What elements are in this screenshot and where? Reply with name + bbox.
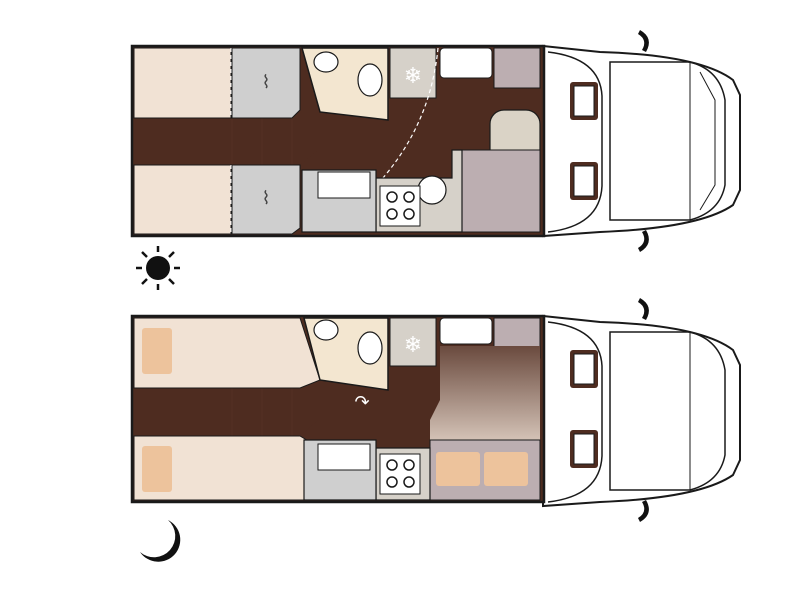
side-mirror-icon xyxy=(638,500,649,522)
single-bed-left xyxy=(133,47,232,119)
sink-icon xyxy=(417,175,447,205)
side-mirror-icon xyxy=(638,230,649,252)
snowflake-icon: ❄ xyxy=(404,332,422,357)
day-layout: ⌇ ⌇ ❄ xyxy=(130,30,741,252)
fridge xyxy=(389,47,437,99)
pillow xyxy=(484,452,528,486)
wardrobe-bottom xyxy=(231,164,301,235)
side-mirror-icon xyxy=(638,298,649,320)
single-bed-right xyxy=(133,164,232,235)
sun-icon xyxy=(136,246,180,290)
fridge xyxy=(389,317,437,367)
lounge-bed-conversion xyxy=(430,346,540,468)
hanger-icon: ⌇ xyxy=(262,188,271,208)
toilet-icon xyxy=(357,331,383,365)
vehicle-cab xyxy=(542,30,741,252)
pillow xyxy=(436,452,480,486)
dinette-bench xyxy=(461,149,541,233)
stove-icon xyxy=(379,185,421,227)
bed-left-made xyxy=(133,317,321,389)
hanger-icon: ⌇ xyxy=(262,72,271,92)
pillow xyxy=(142,446,172,492)
side-mirror-icon xyxy=(638,30,649,52)
washbasin-icon xyxy=(313,51,339,73)
pillow xyxy=(142,328,172,374)
night-layout: ↷ ❄ xyxy=(130,298,741,522)
toilet-icon xyxy=(357,63,383,97)
shower-tray-icon xyxy=(317,171,371,199)
stove-icon xyxy=(379,453,421,495)
overhead-cabinet xyxy=(439,317,493,345)
snowflake-icon: ❄ xyxy=(404,63,422,88)
washbasin-icon xyxy=(313,319,339,341)
overhead-cabinet xyxy=(439,47,493,79)
wardrobe-top xyxy=(231,47,301,119)
moon-icon xyxy=(140,520,181,562)
door-swing-arrow-icon: ↷ xyxy=(354,392,369,412)
vehicle-cab xyxy=(542,298,741,522)
shower-tray-icon xyxy=(317,443,371,471)
